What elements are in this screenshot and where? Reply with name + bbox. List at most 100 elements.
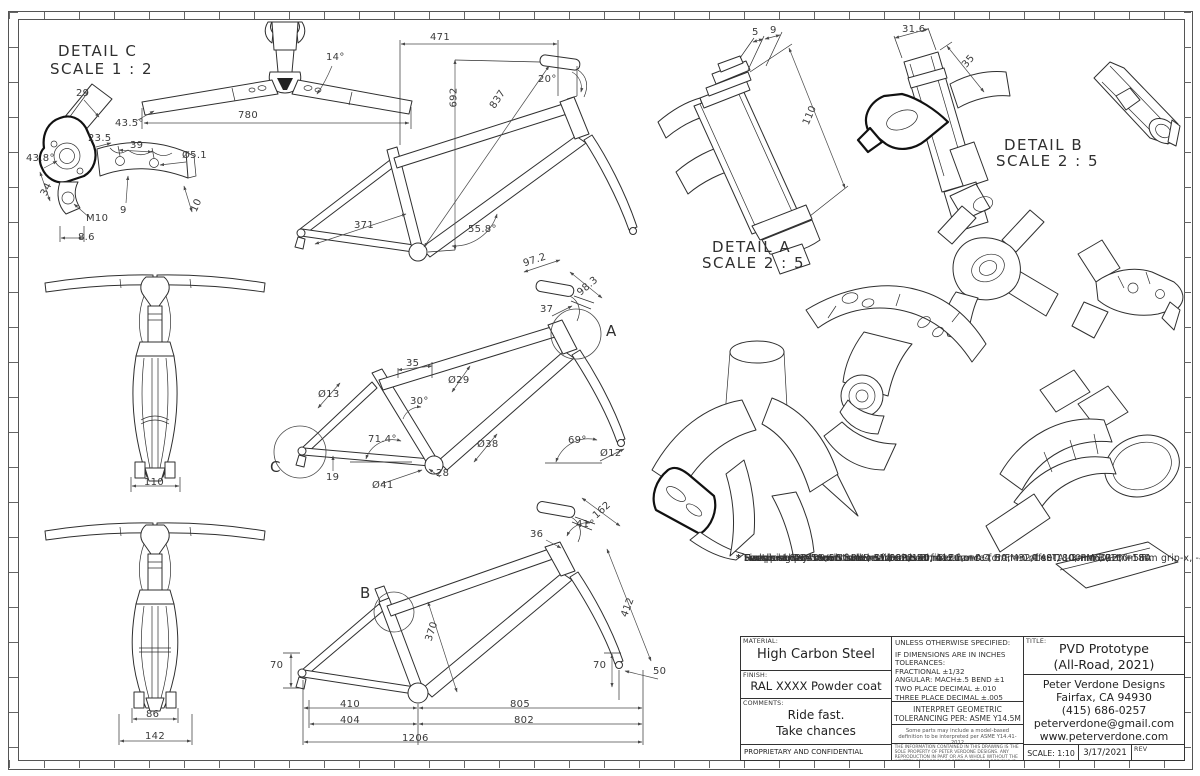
interpret-line1: INTERPRET GEOMETRIC xyxy=(913,705,1002,714)
note-line: * Swapping to 400/50 fork results in: -3… xyxy=(736,553,1200,564)
material-cell: MATERIAL: High Carbon Steel xyxy=(741,637,891,670)
dim-dia38: Ø38 xyxy=(477,439,499,450)
date-cell: 3/17/2021 xyxy=(1078,744,1131,760)
material-label: MATERIAL: xyxy=(743,638,779,645)
drawing-title-line2: (All-Road, 2021) xyxy=(1053,657,1155,672)
legal-cell: THE INFORMATION CONTAINED IN THIS DRAWIN… xyxy=(891,743,1023,760)
tolerance-line: FRACTIONAL ±1/32 xyxy=(895,666,965,676)
title-label: TITLE: xyxy=(1026,638,1047,645)
company-phone: (415) 686-0257 xyxy=(1061,704,1147,717)
dim-31-6: 31.6 xyxy=(902,24,926,35)
dim-37: 37 xyxy=(540,304,554,315)
dim-43-5deg: 43.5° xyxy=(115,118,144,129)
dim-29: 29 xyxy=(76,88,90,99)
company-address: Fairfax, CA 94930 xyxy=(1056,691,1152,704)
dim-dia41: Ø41 xyxy=(372,480,394,491)
top-tick-strip xyxy=(9,12,1191,19)
dim-69deg: 69° xyxy=(568,435,587,446)
dim-9-headset: 9 xyxy=(770,25,777,36)
detail-c-scale: SCALE 1 : 2 xyxy=(50,60,154,78)
dim-70-left: 70 xyxy=(270,660,284,671)
scale-cell: SCALE: 1:10 xyxy=(1023,744,1078,760)
dim-50: 50 xyxy=(653,666,667,677)
dim-19: 19 xyxy=(326,472,340,483)
dim-55-8deg: 55.8° xyxy=(468,224,497,235)
dim-39: 39 xyxy=(130,140,144,151)
dim-692: 692 xyxy=(448,87,460,108)
interpret-line2: TOLERANCING PER: ASME Y14.5M xyxy=(894,714,1021,723)
dim-142: 142 xyxy=(145,731,165,742)
comments-line1: Ride fast. xyxy=(787,708,845,722)
detail-a-title: DETAIL A xyxy=(712,238,792,256)
dim-805: 805 xyxy=(510,699,530,710)
dim-dia29: Ø29 xyxy=(448,375,470,386)
date-value: 3/17/2021 xyxy=(1083,748,1127,758)
title-cell: TITLE: PVD Prototype (All-Road, 2021) xyxy=(1023,637,1184,674)
note-line: * Frame caliper mount: PVD-SW32R/140, Cl… xyxy=(736,553,1151,564)
finish-cell: FINISH: RAL XXXX Powder coat xyxy=(741,670,891,698)
left-tick-strip xyxy=(9,12,18,767)
company-email: peterverdone@gmail.com xyxy=(1033,717,1175,730)
tolerance-line: IF DIMENSIONS ARE IN INCHES xyxy=(895,649,1006,659)
callout-b: B xyxy=(360,584,371,602)
dim-m10: M10 xyxy=(86,213,109,224)
dim-5: 5 xyxy=(752,27,759,38)
dim-110-fork: 110 xyxy=(144,477,164,488)
note-line: * Seatpost: 210 mm Stroke, 31.6 mm xyxy=(736,553,917,564)
dim-8-6: 8.6 xyxy=(78,232,95,243)
detail-b-title: DETAIL B xyxy=(1004,136,1084,154)
bottom-tick-strip xyxy=(9,760,1191,768)
note-line: * Tires are 622-50mm max rear, 622-50 ma… xyxy=(736,553,980,564)
company-name: Peter Verdone Designs xyxy=(1042,678,1166,691)
material-value: High Carbon Steel xyxy=(757,647,875,662)
dim-14deg: 14° xyxy=(326,52,345,63)
scale-value: SCALE: 1:10 xyxy=(1027,749,1075,758)
dim-dia12: Ø12 xyxy=(600,448,622,459)
dim-410: 410 xyxy=(340,699,360,710)
title-block: MATERIAL: High Carbon Steel FINISH: RAL … xyxy=(740,636,1185,761)
drawing-title-line1: PVD Prototype xyxy=(1059,641,1149,656)
mbd-note-text: Some parts may include a model-based def… xyxy=(898,728,1017,743)
dim-802: 802 xyxy=(514,715,534,726)
detail-b-scale: SCALE 2 : 5 xyxy=(996,152,1100,170)
contact-cell: Peter Verdone Designs Fairfax, CA 94930 … xyxy=(1023,674,1184,744)
note-line: * Handlebar system is steel and carbon f… xyxy=(736,553,956,564)
interpret-cell: INTERPRET GEOMETRIC TOLERANCING PER: ASM… xyxy=(891,701,1023,724)
rev-label: REV xyxy=(1134,746,1148,753)
detail-c-title: DETAIL C xyxy=(58,42,138,60)
company-website: www.peterverdone.com xyxy=(1039,730,1169,743)
dim-404: 404 xyxy=(340,715,360,726)
finish-label: FINISH: xyxy=(743,672,768,679)
tolerance-line: TWO PLACE DECIMAL ±.010 xyxy=(895,683,997,693)
dim-1206: 1206 xyxy=(402,733,429,744)
proprietary-text: PROPRIETARY AND CONFIDENTIAL xyxy=(744,748,864,756)
dim-36: 36 xyxy=(530,529,544,540)
dim-9: 9 xyxy=(120,205,127,216)
legal-text: THE INFORMATION CONTAINED IN THIS DRAWIN… xyxy=(894,745,1019,760)
rev-cell: REV xyxy=(1131,744,1184,760)
outer-border xyxy=(8,11,1193,770)
right-tick-strip xyxy=(1184,12,1191,767)
dim-23-5: 23.5 xyxy=(88,133,112,144)
dim-70-right: 70 xyxy=(593,660,607,671)
comments-cell: COMMENTS: Ride fast. Take chances xyxy=(741,698,891,744)
dim-28: 28 xyxy=(436,468,450,479)
tolerance-line: THREE PLACE DECIMAL ±.005 xyxy=(895,692,1003,701)
dim-30deg: 30° xyxy=(410,396,429,407)
note-line: * Fork is shown steel. Carbon fiber used… xyxy=(736,553,1155,564)
finish-value: RAL XXXX Powder coat xyxy=(750,679,882,693)
callout-a: A xyxy=(606,322,617,340)
dim-71-4deg: 71.4° xyxy=(368,434,397,445)
dim-780: 780 xyxy=(238,110,258,121)
callout-c: C xyxy=(270,458,281,476)
dim-20deg: 20° xyxy=(538,74,557,85)
dim-dia5-1: Ø5.1 xyxy=(182,150,207,161)
tolerance-line: ANGULAR: MACH±.5 BEND ±1 xyxy=(895,675,1005,685)
dim-35: 35 xyxy=(406,358,420,369)
dim-dia13: Ø13 xyxy=(318,389,340,400)
mbd-note-cell: Some parts may include a model-based def… xyxy=(891,724,1023,743)
dim-86: 86 xyxy=(146,709,160,720)
comments-line2: Take chances xyxy=(776,724,856,738)
dim-371: 371 xyxy=(354,220,374,231)
